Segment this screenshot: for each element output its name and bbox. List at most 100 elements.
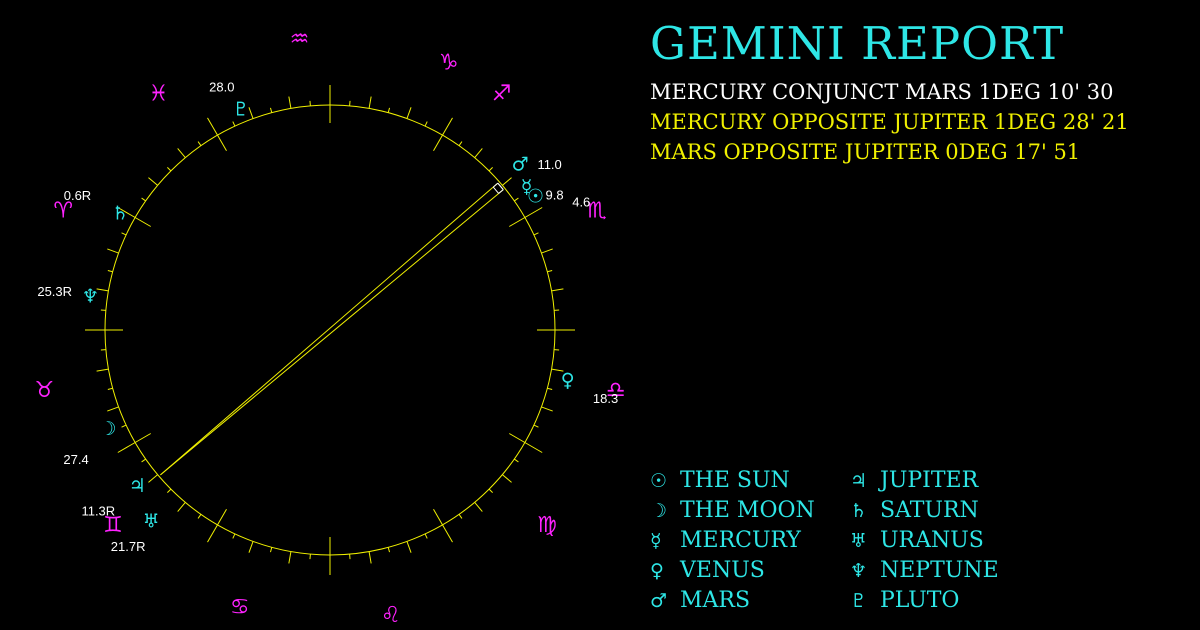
- degree-tick: [533, 424, 539, 428]
- venus-icon: ♀: [650, 560, 664, 582]
- degree-tick: [121, 424, 127, 428]
- moon-icon: ☽: [99, 418, 116, 440]
- jupiter-degree-label: 11.3R: [81, 504, 115, 519]
- degree-tick: [107, 406, 119, 412]
- uranus-icon: ♅: [850, 530, 868, 552]
- degree-tick: [474, 502, 483, 512]
- degree-tick: [148, 474, 158, 483]
- degree-tick: [514, 458, 519, 463]
- degree-tick: [524, 442, 543, 453]
- degree-tick: [197, 141, 202, 146]
- saturn-degree-label: 0.6R: [64, 188, 91, 203]
- degree-tick: [547, 387, 553, 391]
- degree-tick: [488, 488, 493, 493]
- uranus-degree-label: 21.7R: [111, 539, 146, 554]
- uranus-icon: ♅: [143, 511, 160, 533]
- degree-tick: [107, 387, 113, 391]
- wheel-circle: [104, 104, 556, 556]
- degree-tick: [458, 141, 463, 146]
- mercury-degree-label: 9.8: [546, 188, 564, 203]
- degree-tick: [368, 551, 372, 564]
- degree-tick: [107, 248, 119, 254]
- degree-tick: [117, 442, 136, 453]
- degree-tick: [269, 107, 273, 113]
- degree-tick: [117, 207, 136, 218]
- cusp-tick: [509, 217, 526, 227]
- aquarius-icon: ♒: [290, 27, 310, 52]
- legend-item-uranus: ♅ URANUS: [850, 528, 984, 554]
- degree-tick: [141, 197, 146, 202]
- saturn-icon: ♄: [850, 500, 868, 522]
- moon-degree-label: 27.4: [63, 452, 88, 467]
- pluto-icon: ♇: [850, 590, 868, 612]
- degree-tick: [406, 541, 412, 553]
- degree-tick: [269, 547, 273, 553]
- degree-tick: [424, 533, 428, 539]
- aspect-line-mercury-mars: [497, 182, 504, 191]
- degree-tick: [533, 232, 539, 236]
- degree-tick: [488, 167, 493, 172]
- degree-tick: [96, 288, 109, 292]
- legend-label-mercury: MERCURY: [680, 528, 801, 553]
- legend-label-uranus: URANUS: [880, 528, 984, 553]
- saturn-icon: ♄: [112, 203, 129, 225]
- aspect-line-mercury-mars-inner: [492, 186, 500, 194]
- capricorn-icon: ♑: [439, 51, 459, 76]
- degree-tick: [524, 207, 543, 218]
- cusp-tick: [509, 433, 526, 443]
- degree-tick: [207, 117, 218, 136]
- legend-item-venus: ♀VENUS: [650, 558, 765, 584]
- legend-item-mars: ♂MARS: [650, 588, 750, 614]
- legend-label-sun: THE SUN: [680, 468, 790, 493]
- mercury-icon: ☿: [650, 530, 662, 552]
- degree-tick: [387, 547, 391, 553]
- degree-tick: [177, 502, 186, 512]
- libra-icon: ♎: [606, 378, 626, 403]
- degree-tick: [442, 524, 453, 543]
- degree-tick: [541, 248, 553, 254]
- leo-icon: ♌: [381, 603, 401, 628]
- degree-tick: [387, 107, 391, 113]
- degree-tick: [474, 148, 483, 158]
- degree-tick: [288, 551, 292, 564]
- degree-tick: [551, 368, 564, 372]
- neptune-icon: ♆: [82, 285, 99, 307]
- cusp-tick: [134, 217, 151, 227]
- scorpio-icon: ♏: [587, 199, 607, 224]
- natal-chart-wheel: ♐♏♎♍♌♋♊♉♈♓♒♑♂11.0☿9.8☉4.6♀18.3♅21.7R♃11.…: [35, 27, 626, 628]
- legend-item-moon: ☽ THE MOON: [650, 498, 815, 524]
- degree-tick: [424, 121, 428, 127]
- cusp-tick: [433, 134, 443, 151]
- neptune-degree-label: 25.3R: [37, 284, 72, 299]
- degree-tick: [167, 488, 172, 493]
- mars-degree-label: 11.0: [537, 157, 561, 172]
- mars-icon: ♂: [512, 154, 529, 176]
- degree-tick: [121, 232, 127, 236]
- degree-tick: [96, 368, 109, 372]
- degree-tick: [248, 107, 254, 119]
- degree-tick: [514, 197, 519, 202]
- aspect-line-2: MERCURY OPPOSITE JUPITER 1DEG 28' 21: [650, 110, 1129, 134]
- legend-item-mercury: ☿ MERCURY: [650, 528, 801, 554]
- legend-item-sun: ☉THE SUN: [650, 468, 790, 494]
- venus-icon: ♀: [561, 370, 575, 392]
- legend-label-moon: THE MOON: [680, 498, 815, 523]
- degree-tick: [107, 269, 113, 273]
- degree-tick: [167, 167, 172, 172]
- aspect-line-mars-jupiter: [160, 182, 499, 476]
- degree-tick: [502, 177, 512, 186]
- pisces-icon: ♓: [148, 81, 168, 106]
- aspect-line-3: MARS OPPOSITE JUPITER 0DEG 17' 51: [650, 140, 1081, 164]
- degree-tick: [248, 541, 254, 553]
- moon-icon: ☽: [650, 500, 668, 522]
- aspect-line-cap-mars: [492, 182, 499, 188]
- aspect-line-cap-mercury: [498, 189, 504, 194]
- cusp-tick: [217, 134, 227, 151]
- degree-tick: [288, 96, 292, 109]
- jupiter-icon: ♃: [850, 470, 868, 492]
- pluto-degree-label: 28.0: [209, 79, 234, 94]
- degree-tick: [232, 121, 236, 127]
- gemini-icon: ♊: [103, 513, 123, 538]
- degree-tick: [502, 474, 512, 483]
